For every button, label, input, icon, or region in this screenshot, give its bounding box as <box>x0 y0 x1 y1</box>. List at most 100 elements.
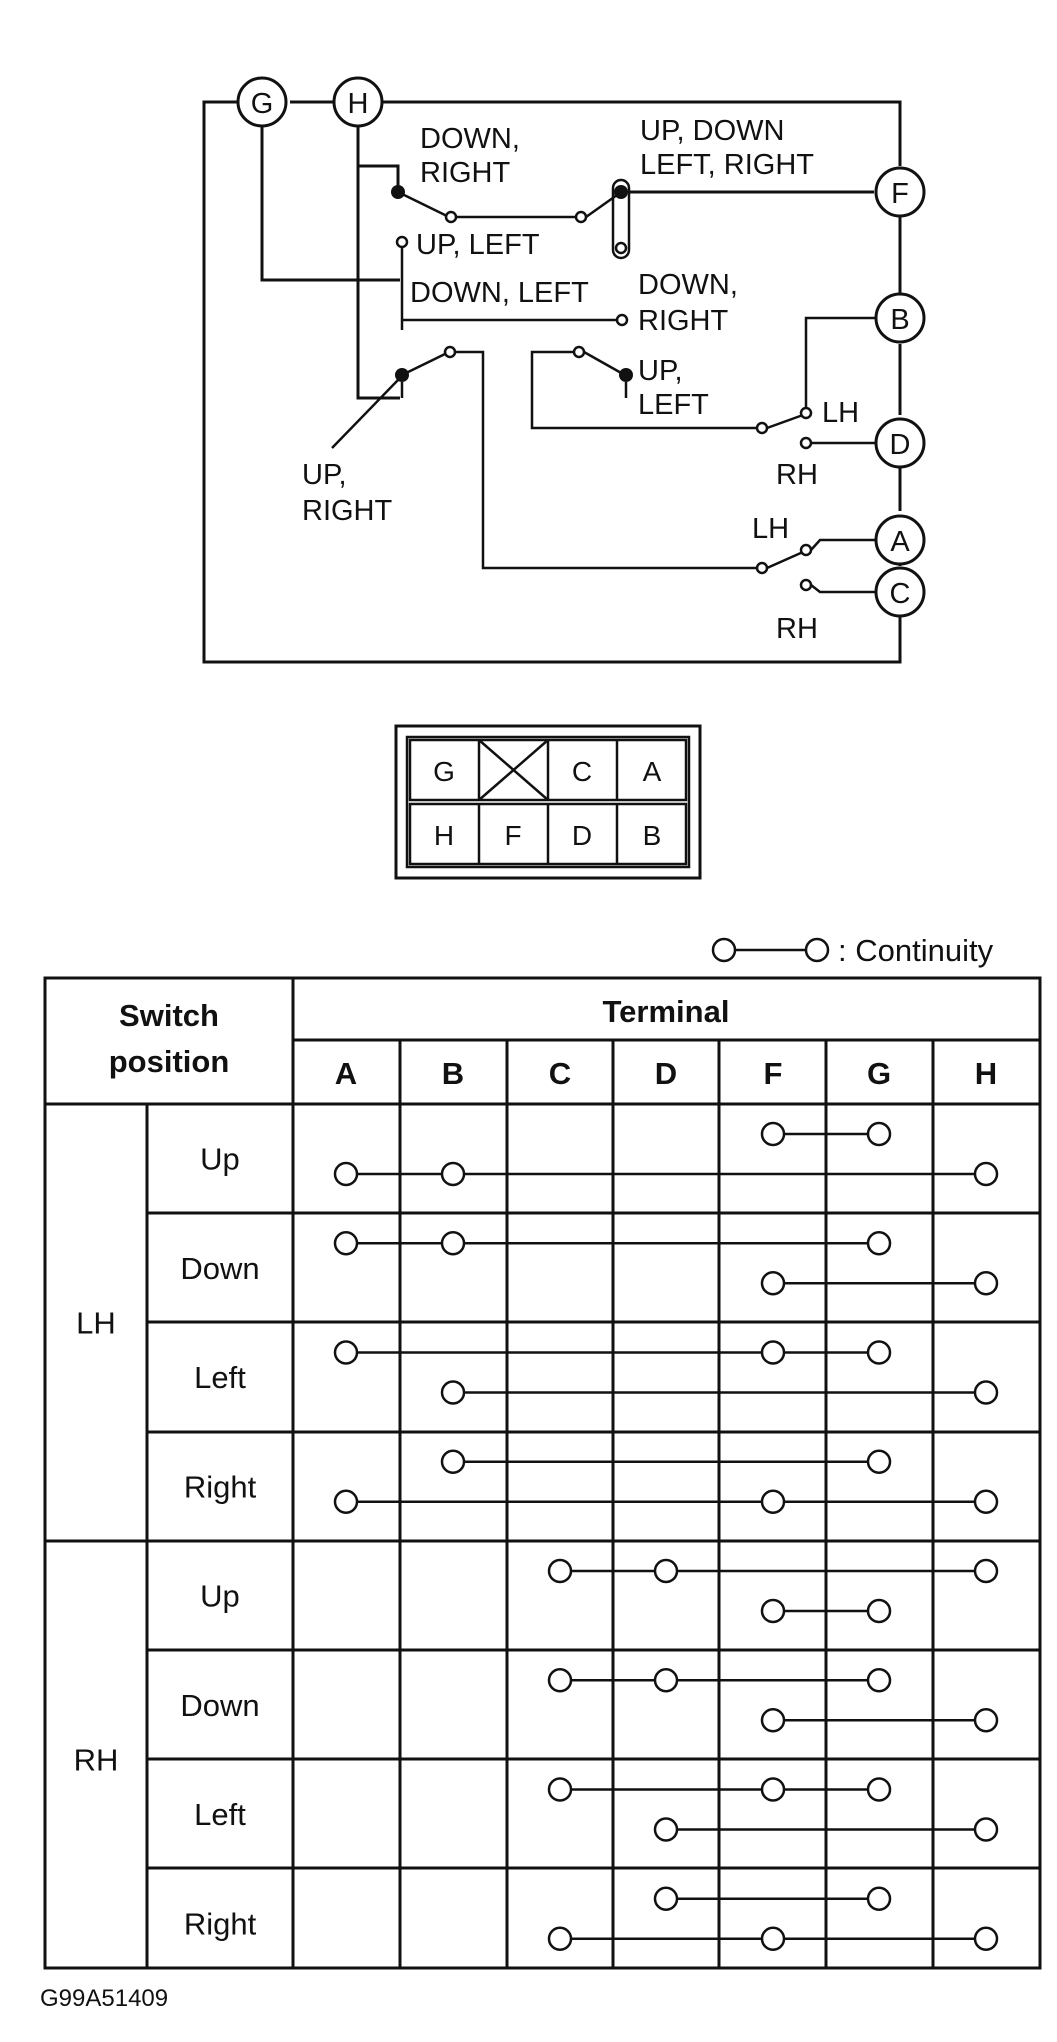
group-label-lh: LH <box>76 1306 116 1341</box>
svg-text:H: H <box>348 88 369 120</box>
switch-position-header-1: Switch <box>119 998 219 1033</box>
continuity-point-A <box>333 1489 359 1514</box>
continuity-point-D <box>653 1668 679 1693</box>
label-rh-1: RH <box>776 459 818 491</box>
continuity-point-F <box>760 1340 786 1365</box>
row-label-lh-left: Left <box>194 1360 246 1395</box>
schematic: G H F B D A C DOWN, RIGHT UP, DOWN <box>202 76 926 664</box>
group-label-rh: RH <box>74 1743 119 1778</box>
continuity-point-F <box>760 1926 786 1951</box>
label-up-left-mid-2: LEFT <box>638 389 709 421</box>
label-up-right-1: UP, <box>302 459 347 491</box>
continuity-point-F <box>760 1271 786 1296</box>
continuity-point-A <box>333 1231 359 1256</box>
terminal-node-F: F <box>874 166 926 218</box>
label-up-down-1: UP, DOWN <box>640 115 784 147</box>
continuity-point-C <box>547 1668 573 1693</box>
continuity-point-G <box>866 1886 892 1911</box>
svg-text:: Continuity: : Continuity <box>838 933 994 968</box>
label-down-right-top-2: RIGHT <box>420 157 511 189</box>
continuity-point-H <box>973 1708 999 1733</box>
connector-cell-3: C <box>572 756 592 787</box>
row-label-lh-up: Up <box>200 1142 240 1177</box>
continuity-point-G <box>866 1121 892 1147</box>
continuity-point-B <box>440 1231 466 1256</box>
continuity-point-H <box>973 1558 999 1584</box>
continuity-point-C <box>547 1926 573 1951</box>
connector-face: G C A H F D B <box>394 724 702 880</box>
terminal-header: Terminal <box>603 994 730 1029</box>
column-header-C: C <box>549 1056 571 1091</box>
row-label-lh-down: Down <box>180 1251 259 1286</box>
continuity-point-G <box>866 1340 892 1365</box>
continuity-point-F <box>760 1598 786 1624</box>
terminal-node-A: A <box>874 514 926 566</box>
continuity-point-G <box>866 1598 892 1624</box>
continuity-point-H <box>973 1489 999 1514</box>
column-header-A: A <box>335 1056 357 1091</box>
continuity-point-D <box>653 1558 679 1584</box>
label-up-right-2: RIGHT <box>302 495 393 527</box>
connector-cell-8: B <box>643 820 662 851</box>
connector-cell-5: H <box>434 820 454 851</box>
label-down-right-mid-1: DOWN, <box>638 269 738 301</box>
label-down-left: DOWN, LEFT <box>410 277 589 309</box>
continuity-point-H <box>973 1271 999 1296</box>
column-header-H: H <box>975 1056 997 1091</box>
svg-text:B: B <box>890 304 909 336</box>
continuity-point-C <box>547 1558 573 1584</box>
continuity-point-A <box>333 1161 359 1187</box>
continuity-point-D <box>653 1886 679 1911</box>
label-down-right-top-1: DOWN, <box>420 123 520 155</box>
svg-text:A: A <box>890 526 910 558</box>
terminal-node-D: D <box>874 417 926 469</box>
label-lh-1: LH <box>822 397 859 429</box>
label-lh-2: LH <box>752 513 789 545</box>
continuity-legend: : Continuity <box>711 933 994 968</box>
continuity-point-C <box>547 1777 573 1802</box>
column-header-F: F <box>764 1056 783 1091</box>
continuity-point-F <box>760 1489 786 1514</box>
continuity-point-F <box>760 1777 786 1802</box>
svg-text:D: D <box>890 429 911 461</box>
continuity-point-B <box>440 1380 466 1405</box>
continuity-point-F <box>760 1121 786 1147</box>
row-label-rh-down: Down <box>180 1688 259 1723</box>
continuity-point-G <box>866 1777 892 1802</box>
continuity-point-D <box>653 1817 679 1842</box>
row-label-rh-up: Up <box>200 1579 240 1614</box>
label-down-right-mid-2: RIGHT <box>638 305 729 337</box>
switch-position-header-2: position <box>109 1044 230 1079</box>
continuity-marks <box>333 1121 999 1951</box>
continuity-point-G <box>866 1449 892 1474</box>
figure-id: G99A51409 <box>40 1985 168 2012</box>
continuity-point-H <box>973 1817 999 1842</box>
continuity-point-H <box>973 1161 999 1187</box>
continuity-point-H <box>973 1926 999 1951</box>
connector-cell-1: G <box>433 756 455 787</box>
svg-text:C: C <box>890 578 911 610</box>
terminal-node-G: G <box>236 76 288 128</box>
connector-cell-7: D <box>572 820 592 851</box>
svg-text:F: F <box>891 178 909 210</box>
column-header-B: B <box>442 1056 464 1091</box>
label-up-left-mid-1: UP, <box>638 355 683 387</box>
connector-cell-6: F <box>504 820 521 851</box>
label-rh-2: RH <box>776 613 818 645</box>
row-label-rh-right: Right <box>184 1906 257 1941</box>
continuity-table: Switch position Terminal <box>43 976 1042 1970</box>
continuity-point-G <box>866 1668 892 1693</box>
label-up-down-2: LEFT, RIGHT <box>640 149 814 181</box>
continuity-point-F <box>760 1708 786 1733</box>
terminal-node-H: H <box>332 76 384 128</box>
continuity-point-G <box>866 1231 892 1256</box>
row-label-rh-left: Left <box>194 1797 246 1832</box>
continuity-point-H <box>973 1380 999 1405</box>
connector-cell-4: A <box>643 756 662 787</box>
row-label-lh-right: Right <box>184 1469 257 1504</box>
column-header-D: D <box>655 1056 677 1091</box>
continuity-point-A <box>333 1340 359 1365</box>
terminal-node-C: C <box>874 566 926 618</box>
